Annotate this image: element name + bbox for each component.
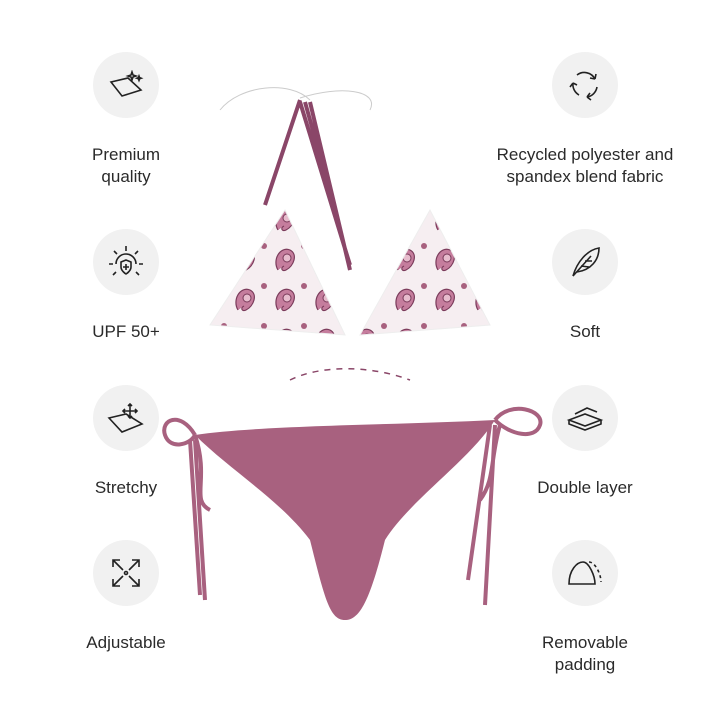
bikini-top	[209, 84, 491, 398]
feature-label: UPF 50+	[92, 322, 160, 341]
expand-arrows-icon	[93, 540, 159, 606]
feature-label: Recycled polyester and	[496, 145, 674, 164]
feature-label: Soft	[569, 322, 601, 341]
sun-shield-icon	[93, 229, 159, 295]
feature-adjustable: Adjustable	[26, 540, 226, 654]
feature-label: quality	[101, 167, 151, 186]
feature-label: Premium	[91, 145, 160, 164]
layers-icon	[552, 385, 618, 451]
feather-icon	[552, 229, 618, 295]
feature-label: Adjustable	[86, 633, 166, 652]
feature-recycled: Recycled polyester and spandex blend fabr…	[449, 52, 720, 188]
feature-double-layer: Double layer	[485, 385, 685, 499]
bikini-bottom	[162, 406, 543, 620]
feature-label: Double layer	[537, 478, 633, 497]
bikini-product-image	[162, 84, 543, 620]
feature-label: Removable	[542, 633, 628, 652]
feature-upf: UPF 50+	[26, 229, 226, 343]
feature-label: padding	[554, 655, 616, 674]
feature-removable-padding: Removable padding	[485, 540, 685, 676]
padding-icon	[552, 540, 618, 606]
feature-label: Stretchy	[94, 478, 158, 497]
sparkle-fabric-icon	[93, 52, 159, 118]
feature-premium-quality: Premium quality	[26, 52, 226, 188]
feature-soft: Soft	[485, 229, 685, 343]
recycle-icon	[552, 52, 618, 118]
feature-stretchy: Stretchy	[26, 385, 226, 499]
feature-label: spandex blend fabric	[506, 167, 664, 186]
stretch-arrows-icon	[93, 385, 159, 451]
